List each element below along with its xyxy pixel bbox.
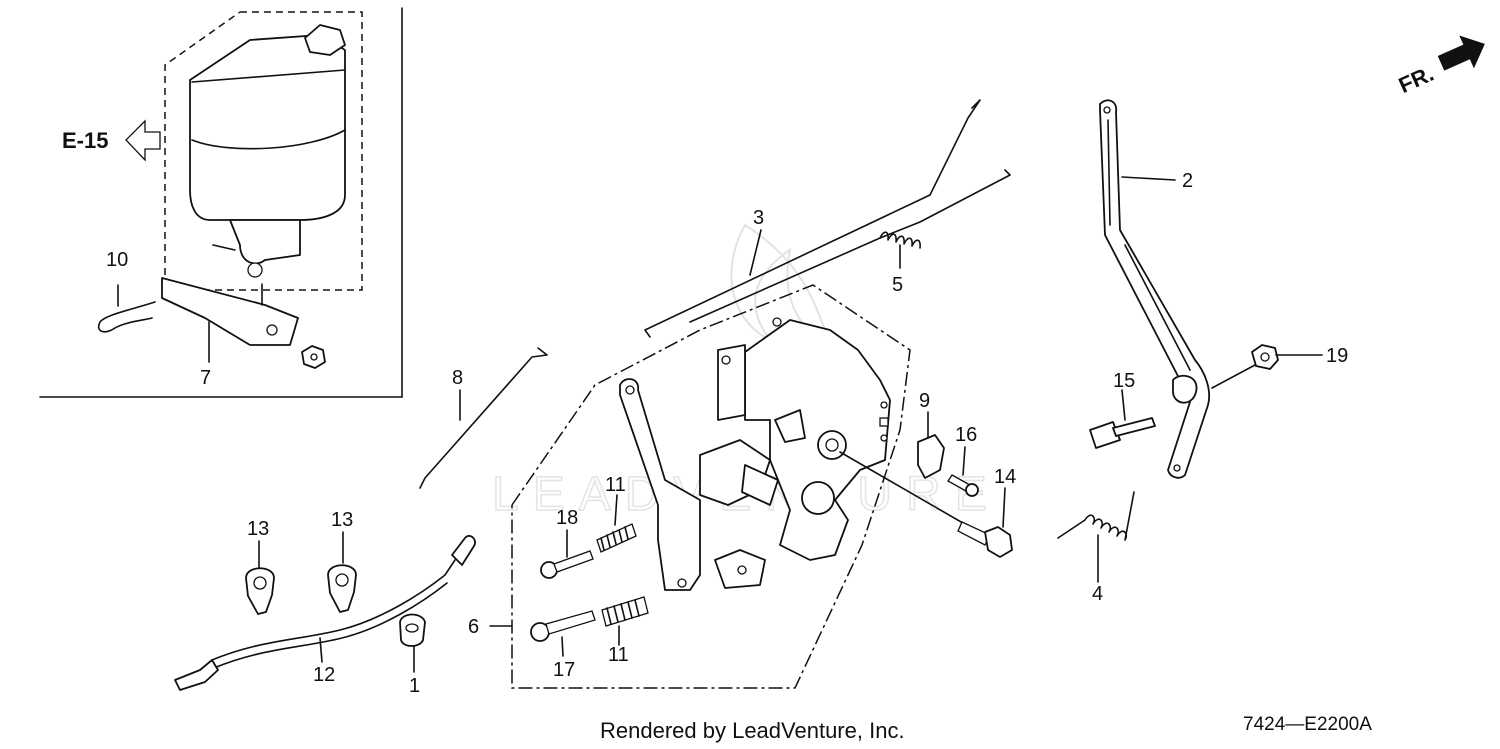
callout-15[interactable]: 15 — [1113, 370, 1135, 392]
callout-4[interactable]: 4 — [1092, 583, 1103, 605]
part-12-wire[interactable]: 12 — [174, 534, 476, 691]
part-4-spring[interactable]: 4 — [1057, 491, 1135, 605]
part-13-clamp-right[interactable]: 13 — [327, 509, 357, 613]
callout-11-lower[interactable]: 11 — [608, 644, 629, 666]
callout-11-upper[interactable]: 11 — [605, 474, 626, 496]
part-18-bolt[interactable]: 18 — [540, 507, 594, 579]
front-arrow-icon — [1437, 35, 1485, 71]
callout-18[interactable]: 18 — [556, 507, 578, 529]
part-5-spring[interactable]: 5 — [689, 169, 1011, 323]
callout-14[interactable]: 14 — [994, 466, 1016, 488]
callout-9[interactable]: 9 — [919, 390, 930, 412]
callout-17[interactable]: 17 — [553, 659, 575, 681]
part-19-nut[interactable]: 19 — [1211, 344, 1348, 389]
diagram-code: 7424—E2200A — [1243, 714, 1372, 735]
part-7-bracket[interactable]: 7 — [161, 277, 299, 389]
callout-1[interactable]: 1 — [409, 675, 420, 697]
part-11-spring-lower[interactable]: 11 — [601, 596, 649, 666]
part-13-clamp-left[interactable]: 13 — [245, 518, 275, 615]
left-arrow-icon — [125, 119, 161, 162]
footer-credit: Rendered by LeadVenture, Inc. — [600, 718, 905, 743]
callout-5[interactable]: 5 — [892, 274, 903, 296]
reference-label[interactable]: E-15 — [62, 128, 108, 153]
part-16-screw[interactable]: 16 — [947, 424, 979, 497]
callout-10[interactable]: 10 — [106, 249, 128, 271]
reference-arrow[interactable]: E-15 — [62, 119, 161, 162]
part-15-bolt[interactable]: 15 — [1089, 370, 1156, 449]
part-11-spring-upper[interactable]: 11 — [596, 474, 637, 553]
callout-16[interactable]: 16 — [955, 424, 977, 446]
control-lever — [619, 378, 779, 591]
callout-19[interactable]: 19 — [1326, 345, 1348, 367]
callout-12[interactable]: 12 — [313, 664, 335, 686]
callout-7[interactable]: 7 — [200, 367, 211, 389]
part-1-grommet[interactable]: 1 — [399, 613, 426, 698]
inset-nut — [301, 345, 326, 369]
part-2-lever[interactable]: 2 — [1099, 99, 1210, 479]
part-9-clip[interactable]: 9 — [917, 390, 945, 479]
part-6-assembly-frame[interactable]: 6 — [468, 284, 911, 689]
callout-13-left[interactable]: 13 — [247, 518, 269, 540]
front-label[interactable]: FR. — [1395, 61, 1438, 98]
callout-6[interactable]: 6 — [468, 616, 479, 638]
callout-8[interactable]: 8 — [452, 367, 463, 389]
part-17-bolt[interactable]: 17 — [530, 610, 596, 681]
callout-3[interactable]: 3 — [753, 207, 764, 229]
part-8-rod[interactable]: 8 — [419, 347, 548, 489]
inset-frame — [39, 7, 403, 398]
callout-13-right[interactable]: 13 — [331, 509, 353, 531]
part-10-clip[interactable]: 10 — [97, 249, 156, 333]
base-plate — [717, 317, 891, 561]
front-direction-indicator: FR. — [1395, 35, 1485, 98]
fuel-tank — [189, 24, 346, 278]
part-3-rod[interactable]: 3 — [644, 99, 981, 338]
part-14-bolt[interactable]: 14 — [839, 451, 1016, 558]
callout-2[interactable]: 2 — [1182, 170, 1193, 192]
